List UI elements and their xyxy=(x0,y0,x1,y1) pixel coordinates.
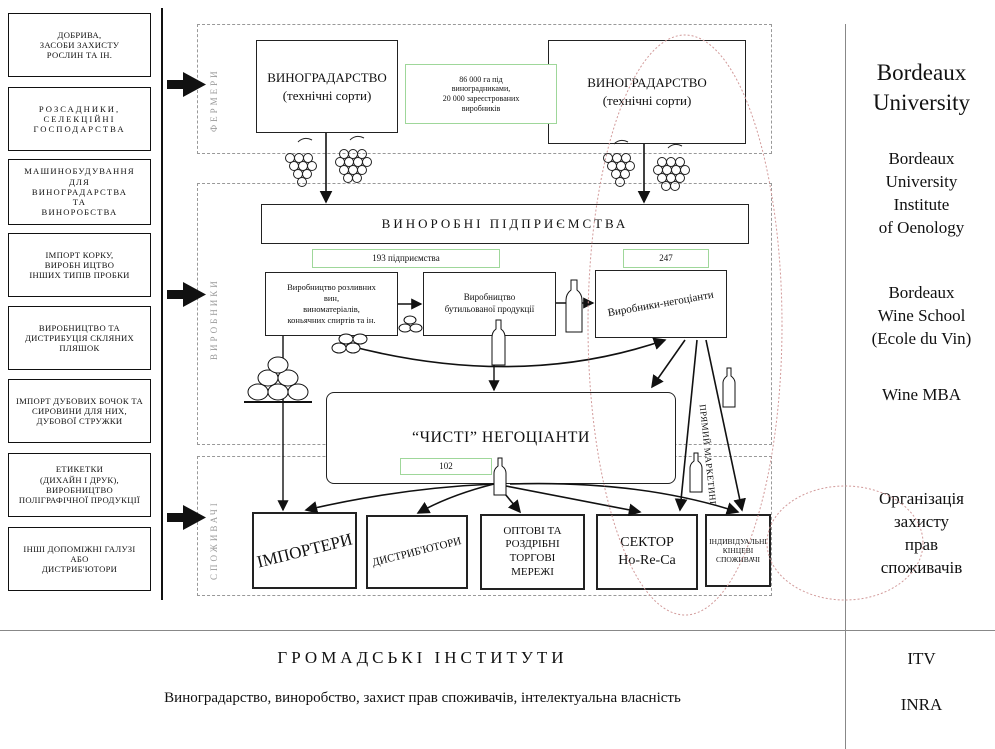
public-institutes-subtitle: Виноградарство, виноробство, захист прав… xyxy=(164,690,681,706)
supplier-oak-barrels: іМПОРТ ДУБОВИХ БОЧОК ТА СИРОВИНИ ДЛЯ НИХ… xyxy=(8,379,151,443)
distributors-label: ДИСТРИБ'ЮТОРИ xyxy=(371,535,463,569)
farmers-info-box: 86 000 га під виноградниками, 20 000 зар… xyxy=(405,64,557,124)
vineyard-box-right: ВИНОГРАДАРСТВО (технічні сорти) xyxy=(548,40,746,144)
distributors-box: ДИСТРИБ'ЮТОРИ xyxy=(366,515,468,589)
supplier-fertilizers: ДОБРИВА, ЗАСОБИ ЗАХИСТУ РОСЛИН ТА ІН. xyxy=(8,13,151,77)
supplier-nurseries: РОЗСАДНИКИ, СЕЛЕКЦІЙНІ ГОСПОДАРСТВА xyxy=(8,87,151,151)
horeca-box: СЕКТОР Ho-Re-Ca xyxy=(596,514,698,590)
wineries-box: ВИНОРОБНІ ПІДПРИЄМСТВА xyxy=(261,204,749,244)
supplier-machinery: МАШИНОБУДУВАННЯ ДЛЯ ВИНОГРАДАРСТВА ТА ВИ… xyxy=(8,159,151,225)
oenology-institute: Bordeaux University Institute of Oenolog… xyxy=(878,149,965,237)
wine-school: Bordeaux Wine School (Ecole du Vin) xyxy=(871,283,972,348)
itv-label: ITV xyxy=(907,649,936,668)
zone-label-producers: ВИРОБНИКИ xyxy=(209,278,219,360)
vineyard-box-left: ВИНОГРАДАРСТВО (технічні сорти) xyxy=(256,40,398,133)
supplier-cork: ІМПОРТ КОРКУ, ВИРОБН ИЦТВО ІНШИХ ТИПІВ П… xyxy=(8,233,151,297)
end-consumers-box: ІНДИВІДУАЛЬНІ КІНЦЕВІ СПОЖИВАЧІ xyxy=(705,514,771,587)
consumers-count: 102 xyxy=(400,458,492,475)
bottom-divider xyxy=(0,630,995,631)
zone-label-consumers: СПОЖИВАЧІ xyxy=(209,500,219,580)
supplier-other: ІНШІ ДОПОМІЖНІ ГАЛУЗІ АБО ДИСТРИБ'ЮТОРИ xyxy=(8,527,151,591)
importers-box: ІМПОРТЕРИ xyxy=(252,512,357,589)
wine-mba: Wine MBA xyxy=(881,385,962,404)
wineries-count: 193 підприємства xyxy=(312,249,500,268)
left-divider xyxy=(161,8,163,600)
consumer-protection-org: Організація захисту прав споживачів xyxy=(878,489,965,577)
producer-negociants-box: Виробники-негоціанти xyxy=(595,270,727,338)
public-institutes-title: ГРОМАДСЬКІ ІНСТИТУТИ xyxy=(277,648,568,667)
inra-label: INRA xyxy=(900,695,943,714)
importers-label: ІМПОРТЕРИ xyxy=(254,529,354,572)
bottled-box: Виробництво бутильованої продукції xyxy=(423,272,556,336)
pure-negociants-box: “ЧИСТІ” НЕГОЦІАНТИ xyxy=(326,392,676,484)
zone-label-farmers: ФЕРМЕРИ xyxy=(209,68,219,132)
bulk-wine-box: Виробництво розливних вин, виноматеріалі… xyxy=(265,272,398,336)
right-divider xyxy=(845,24,846,749)
bordeaux-university: Bordeaux University xyxy=(872,60,971,115)
supplier-glass-bottles: ВИРОБНИЦТВО ТА ДИСТРИБУЦІЯ СКЛЯНИХ ПЛЯШО… xyxy=(8,306,151,370)
wholesale-box: ОПТОВІ ТА РОЗДРІБНІ ТОРГОВІ МЕРЕЖІ xyxy=(480,514,585,590)
negociants-count: 247 xyxy=(623,249,709,268)
producer-negociants-label: Виробники-негоціанти xyxy=(607,288,715,320)
supplier-labels: ЕТИКЕТКИ (ДИХАЙН І ДРУК), ВИРОБНИЦТВО ПО… xyxy=(8,453,151,517)
